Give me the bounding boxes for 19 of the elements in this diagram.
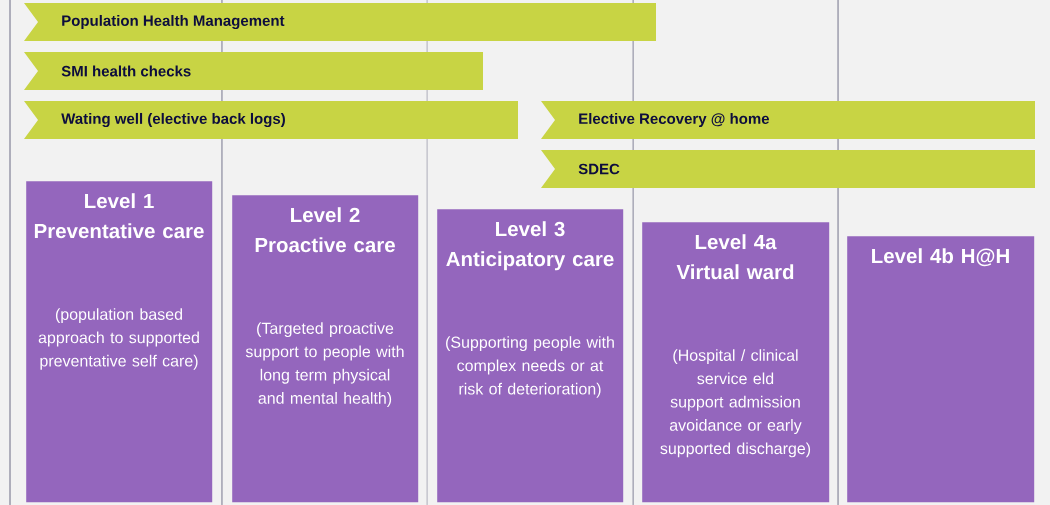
banner: SDEC: [541, 150, 1035, 188]
description-text: (Targeted proactive support to people with long term physical and mental health): [245, 322, 404, 407]
description-text: (population based approach to supported preventative self care): [38, 308, 199, 370]
level-heading: Level 4a Virtual ward: [676, 234, 794, 280]
level-heading: Level 3 Anticipatory care: [446, 221, 614, 271]
description-text: (Hospital / clinical service eld support admission avoidance or early supported discharge): [660, 349, 811, 458]
banner: Wating well (elective back logs): [24, 101, 518, 139]
banner: SMI health checks: [24, 52, 483, 90]
level-box: [847, 236, 1035, 503]
level-box: [26, 181, 213, 503]
banner: Elective Recovery @ home: [541, 101, 1035, 139]
level-heading: Level 2 Proactive care: [255, 207, 395, 253]
level-box: [642, 222, 830, 503]
level-heading: Level 1 Preventative care: [34, 193, 204, 239]
level-heading: Level 4b H@H: [872, 248, 1009, 267]
level-box: [232, 195, 419, 503]
description-text: (Supporting people with complex needs or at risk of deterioration): [446, 336, 614, 398]
banner: Population Health Management: [24, 3, 656, 41]
level-box: [437, 209, 624, 503]
